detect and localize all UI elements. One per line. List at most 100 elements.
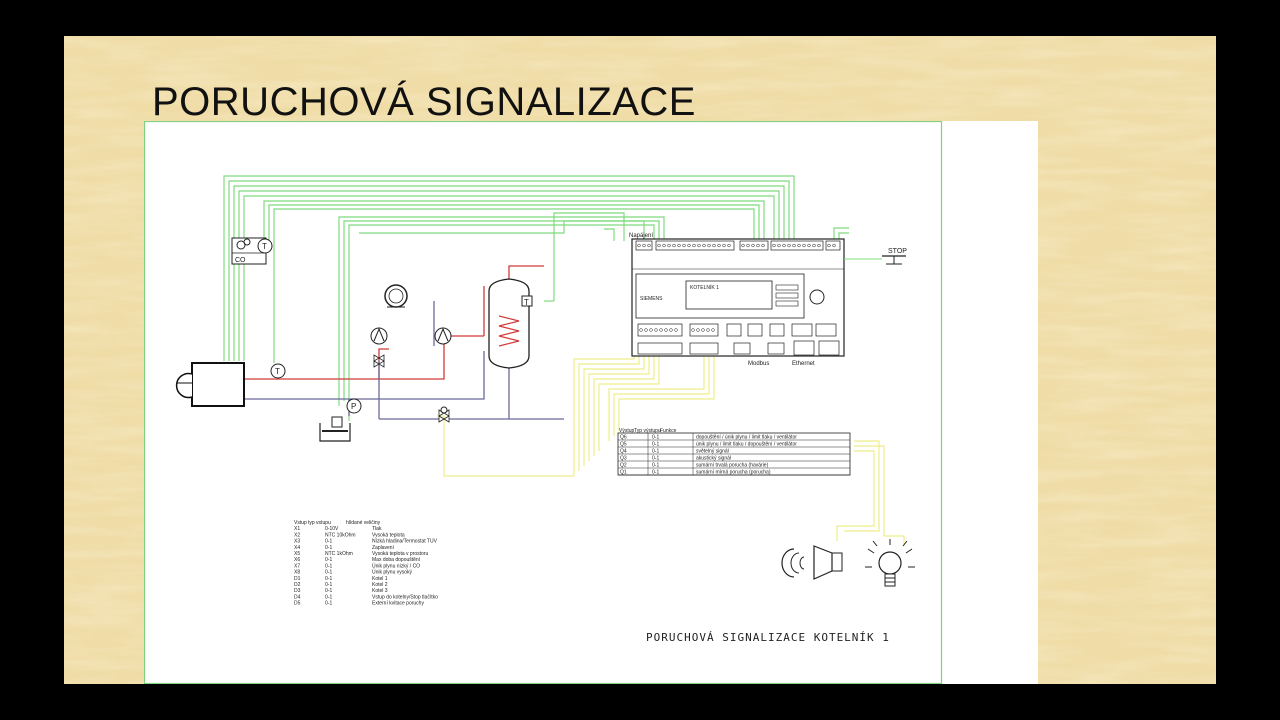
modbus-label: Modbus xyxy=(748,361,769,367)
stop-label: STOP xyxy=(888,248,907,255)
inputs-cell: NTC 1kOhm xyxy=(325,551,353,557)
terminal-screw xyxy=(802,243,806,248)
inputs-cell: D3 xyxy=(294,588,301,594)
drawing-sheet: CO T T P xyxy=(144,121,1038,684)
slide-title: PORUCHOVÁ SIGNALIZACE xyxy=(152,80,696,124)
inputs-cell: Vysoká teplota xyxy=(372,532,405,538)
outputs-cell: 0-1 xyxy=(652,449,659,455)
inputs-cell: X2 xyxy=(294,532,300,538)
terminal-screw xyxy=(706,328,710,332)
terminal-screw xyxy=(792,243,796,248)
terminal-screw xyxy=(756,243,760,248)
terminal-screw xyxy=(751,243,755,248)
outputs-cell: světelný signál xyxy=(696,449,729,455)
terminal-screw xyxy=(697,243,701,248)
outputs-cell: 0-1 xyxy=(652,463,659,469)
ethernet-label: Ethernet xyxy=(792,361,815,367)
terminal-screw xyxy=(787,243,791,248)
inputs-cell: 0-1 xyxy=(325,570,332,576)
terminal-screw xyxy=(812,243,816,248)
inputs-cell: Max doba dopouštění xyxy=(372,557,421,563)
outputs-cell: Q4 xyxy=(620,449,627,455)
terminal-screw xyxy=(687,243,691,248)
terminal-screw xyxy=(691,328,695,332)
yellow-output-wires xyxy=(437,346,905,546)
terminal-screw xyxy=(654,328,658,332)
terminal-screw xyxy=(777,243,781,248)
pump-2-icon xyxy=(434,327,452,345)
terminal-screw xyxy=(722,243,726,248)
inputs-cell: D5 xyxy=(294,601,301,607)
inputs-header-1: Vstup xyxy=(294,520,307,526)
terminal-screw xyxy=(672,243,676,248)
pump-1-icon xyxy=(370,327,388,345)
outputs-cell: akustický signál xyxy=(696,456,731,462)
display-label: KOTELNÍK 1 xyxy=(690,284,719,291)
outputs-header-1: Výstup xyxy=(619,428,635,434)
terminal-screw xyxy=(702,243,706,248)
terminal-screw xyxy=(817,243,821,248)
siren-icon xyxy=(781,545,843,580)
terminal-screw xyxy=(761,243,765,248)
pressure-sensor-icon: P xyxy=(346,398,362,414)
inputs-cell: X3 xyxy=(294,539,300,545)
wiring-diagram: CO T T P xyxy=(144,121,943,684)
flood-sensor-icon xyxy=(319,416,351,442)
room-temp-sensor-icon: T xyxy=(257,238,273,254)
terminal-screw xyxy=(807,243,811,248)
terminal-screw xyxy=(639,328,643,332)
power-label: Napájení xyxy=(629,233,653,239)
outputs-header-3: Funkce xyxy=(660,428,677,434)
inputs-cell: Tlak xyxy=(372,526,382,532)
outputs-cell: 0-1 xyxy=(652,435,659,441)
outputs-cell: 0-1 xyxy=(652,470,659,476)
terminal-screw xyxy=(642,243,646,248)
terminal-screw xyxy=(692,243,696,248)
temp-sensor-label: T xyxy=(262,242,267,251)
terminal-screw xyxy=(637,243,641,248)
outputs-cell: dopouštění / únik plynu / limit tlaku / … xyxy=(696,435,797,441)
inputs-cell: D4 xyxy=(294,594,301,600)
inputs-cell: D1 xyxy=(294,576,301,582)
inputs-cell: 0-1 xyxy=(325,545,332,551)
outputs-cell: sumární mírná porucha (porucha) xyxy=(696,470,771,476)
terminal-screw xyxy=(746,243,750,248)
hot-water-tank-icon: T xyxy=(488,278,533,369)
inputs-cell: Únik plynu vysoký xyxy=(372,569,413,576)
green-sensor-wires xyxy=(223,175,849,421)
inputs-cell: X7 xyxy=(294,563,300,569)
terminal-screw xyxy=(741,243,745,248)
controller-unit: Napájení SIEMENS KOTELNÍK 1 xyxy=(629,233,845,367)
inputs-cell: X1 xyxy=(294,526,300,532)
terminal-screw xyxy=(669,328,673,332)
inputs-cell: 0-1 xyxy=(325,539,332,545)
lamp-icon xyxy=(865,539,915,587)
pressure-label: P xyxy=(351,402,356,411)
brand-label: SIEMENS xyxy=(640,296,663,302)
terminal-screw xyxy=(827,243,831,248)
outputs-cell: Q2 xyxy=(620,463,627,469)
terminal-screw xyxy=(647,243,651,248)
outputs-cell: únik plynu / limit tlaku / dopouštění / … xyxy=(696,442,797,448)
terminal-screw xyxy=(664,328,668,332)
terminal-screw xyxy=(674,328,678,332)
inputs-cell: X8 xyxy=(294,570,300,576)
inputs-header-2: typ vstupu xyxy=(308,520,331,526)
inputs-cell: 0-1 xyxy=(325,594,332,600)
inputs-cell: Zaplavení xyxy=(372,545,395,551)
inputs-cell: Únik plynu nízký / CO xyxy=(372,562,420,569)
terminal-screw xyxy=(662,243,666,248)
inputs-cell: NTC 10kOhm xyxy=(325,532,356,538)
terminal-screw xyxy=(701,328,705,332)
terminal-screw xyxy=(727,243,731,248)
top-terminal-blocks xyxy=(635,240,841,251)
inputs-cell: 0-1 xyxy=(325,582,332,588)
inputs-cell: X6 xyxy=(294,557,300,563)
inputs-header-3: hlídané veličiny xyxy=(346,520,381,526)
drawing-frame xyxy=(144,121,943,684)
outputs-cell: Q5 xyxy=(620,442,627,448)
outputs-cell: Q6 xyxy=(620,435,627,441)
inputs-cell: 0-1 xyxy=(325,601,332,607)
terminal-screw xyxy=(707,243,711,248)
terminal-screw xyxy=(712,243,716,248)
